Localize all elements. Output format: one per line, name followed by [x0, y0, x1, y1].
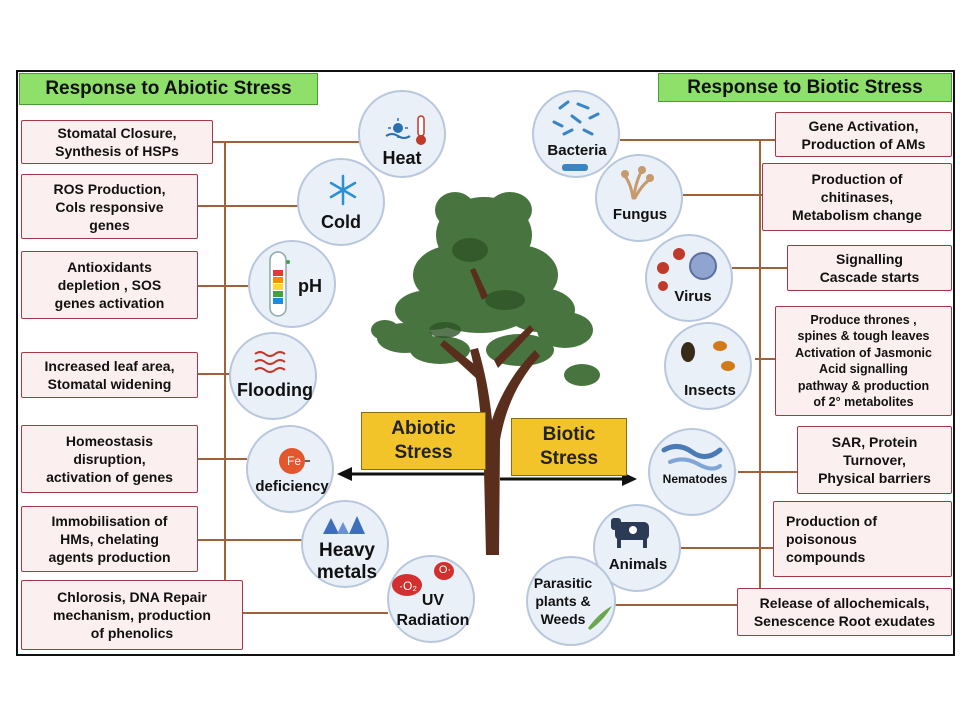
uv-radiation-label: UV Radiation [396, 592, 470, 629]
heat-label: Heat [382, 148, 422, 168]
insects-icon [681, 341, 735, 371]
virus-label: Virus [674, 288, 712, 305]
fungus-circle: Fungus [595, 154, 683, 242]
bacteria-icon [552, 100, 600, 171]
ph-circle: pH [248, 240, 336, 328]
nematodes-label: Nematodes [662, 472, 728, 486]
heavy-metals-label: Heavy metals [316, 540, 378, 583]
tree-illustration [371, 192, 600, 555]
center-arrows [337, 467, 637, 486]
biotic-response-animals: Production of poisonous compounds [773, 501, 952, 577]
bacteria-circle: Bacteria [532, 90, 620, 178]
abiotic-response-ph: Antioxidants depletion , SOS genes activ… [21, 251, 198, 319]
cold-circle: Cold [297, 158, 385, 246]
connector-lines [198, 139, 797, 614]
o2-radical-label: ·O₂ [399, 579, 417, 593]
virus-circle: Virus [645, 234, 733, 322]
cow-icon [611, 518, 649, 548]
thermometer-icon [385, 115, 426, 145]
flooding-label: Flooding [237, 380, 313, 400]
fungus-icon [621, 166, 654, 200]
waves-icon [254, 351, 286, 373]
weed-leaf-icon [588, 606, 612, 630]
insects-label: Insects [684, 382, 736, 399]
virus-icon [657, 248, 717, 291]
iron-icon [279, 448, 310, 474]
biotic-response-bacteria: Gene Activation, Production of AMs [775, 112, 952, 157]
biotic-header: Response to Biotic Stress [658, 73, 952, 102]
abiotic-header: Response to Abiotic Stress [19, 73, 318, 105]
parasitic-plants-label: Parasitic plants & Weeds [533, 575, 593, 627]
abiotic-response-uv: Chlorosis, DNA Repair mechanism, product… [21, 580, 243, 650]
ph-tube-icon [269, 251, 290, 317]
nematodes-circle: Nematodes [648, 428, 736, 516]
nematode-icon [661, 444, 723, 471]
snowflake-icon [329, 174, 357, 206]
fungus-label: Fungus [612, 206, 668, 223]
flooding-circle: Flooding [229, 332, 317, 420]
abiotic-response-flooding: Increased leaf area, Stomatal widening [21, 352, 198, 398]
biotic-response-insects: Produce thrones , spines & tough leaves … [775, 306, 952, 416]
heat-circle: Heat [358, 90, 446, 178]
animals-label: Animals [608, 556, 668, 573]
o-radical-label: O· [438, 564, 452, 576]
ph-label: pH [298, 276, 322, 296]
abiotic-stress-label: Abiotic Stress [361, 412, 486, 470]
parasitic-plants-circle: Parasitic plants & Weeds [526, 556, 616, 646]
abiotic-response-cold: ROS Production, Cols responsive genes [21, 174, 198, 239]
biotic-response-parasitic-plants: Release of allochemicals, Senescence Roo… [737, 588, 952, 636]
cold-label: Cold [321, 212, 361, 232]
biotic-stress-label: Biotic Stress [511, 418, 627, 476]
deficiency-label: deficiency [255, 478, 329, 495]
biotic-response-fungus: Production of chitinases, Metabolism cha… [762, 163, 952, 231]
fe-symbol: Fe [286, 454, 301, 468]
biotic-response-virus: Signalling Cascade starts [787, 245, 952, 291]
radical-icon [392, 562, 454, 596]
deficiency-circle: Fe deficiency [246, 425, 334, 513]
abiotic-response-heavy-metals: Immobilisation of HMs, chelating agents … [21, 506, 198, 572]
uv-radiation-circle: ·O₂ O· UV Radiation [387, 555, 475, 643]
abiotic-response-heat: Stomatal Closure, Synthesis of HSPs [21, 120, 213, 164]
metal-crystals-icon [323, 516, 365, 534]
heavy-metals-circle: Heavy metals [301, 500, 389, 588]
abiotic-response-deficiency: Homeostasis disruption, activation of ge… [21, 425, 198, 493]
biotic-response-nematodes: SAR, Protein Turnover, Physical barriers [797, 426, 952, 494]
insects-circle: Insects [664, 322, 752, 410]
bacteria-label: Bacteria [547, 142, 607, 159]
